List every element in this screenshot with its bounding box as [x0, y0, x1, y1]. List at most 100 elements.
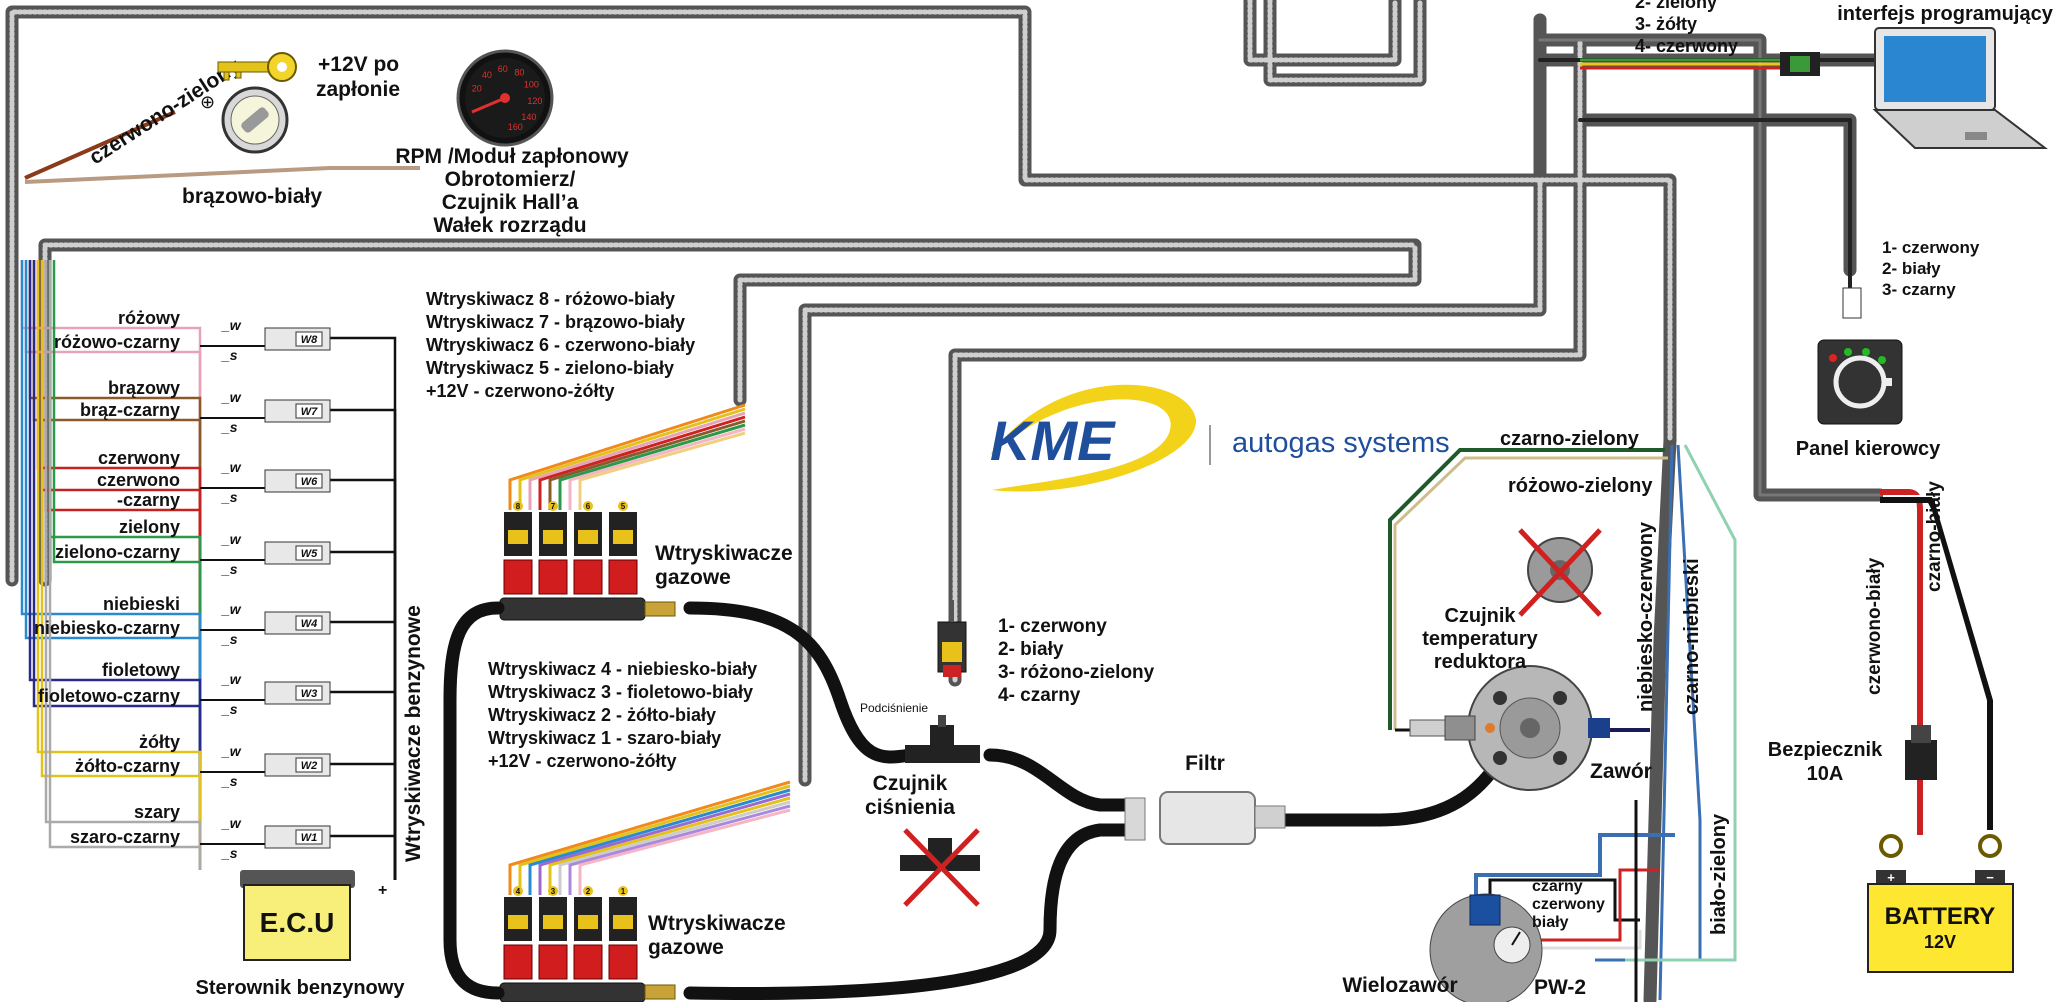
programmer-pin: 2- zielony	[1635, 0, 1717, 12]
gas-injector-legend-line: Wtryskiwacz 2 - żółto-biały	[488, 705, 716, 725]
petrol-injector-label: W7	[301, 406, 318, 418]
petrol-injector-icon: W3	[264, 681, 331, 705]
plus-symbol: ⊕	[200, 92, 215, 112]
petrol-injector-wiring: różowyróżowo-czarnybrązowybrąz-czarnycze…	[20, 260, 425, 899]
multivalve-icon	[1429, 893, 1543, 1002]
gauge-tick-label: 20	[472, 84, 482, 94]
pressure-connector-pin: 1- czerwony	[998, 616, 1107, 637]
wire-label-blue-red: niebiesko-czerwony	[1635, 521, 1657, 712]
pressure-connector-pin: 4- czarny	[998, 685, 1081, 706]
gas-injector-legend-line: +12V - czerwono-żółty	[488, 751, 677, 771]
gas-injector-wire	[518, 784, 791, 895]
wire-label-pink-green: różowo-zielony	[1508, 475, 1653, 497]
petrol-injector-label: W8	[301, 334, 318, 346]
petrol-injector-icon: W8	[264, 327, 331, 351]
petrol-wire-label: fioletowy	[102, 660, 180, 680]
gas-injector-wire	[538, 415, 746, 510]
petrol-wire-label: -czarny	[117, 490, 180, 510]
petrol-injector-wire	[330, 550, 397, 880]
petrol-wire-label: szaro-czarny	[70, 827, 180, 847]
petrol-s-mark: _s	[221, 561, 238, 577]
petrol-injector-wire	[330, 620, 397, 880]
battery-icon	[1867, 834, 2014, 973]
gas-rail-bottom-title1: Wtryskiwacze	[648, 912, 786, 935]
gas-injector-wire	[568, 427, 746, 510]
wire-label-white-green: biało-zielony	[1708, 813, 1730, 935]
petrol-injector-label: W4	[301, 618, 318, 630]
disabled-reducer-icon	[1518, 528, 1602, 617]
kme-logo: KME autogas systems	[990, 384, 1450, 492]
rpm-label-line3: Czujnik Hall’a	[442, 191, 579, 214]
laptop-icon	[1872, 27, 2048, 149]
wire-label-black-blue: czarno-niebieski	[1681, 558, 1703, 715]
pressure-connector-pin: 2- biały	[998, 639, 1064, 660]
petrol-plus: +	[378, 882, 387, 899]
battery-plus: +	[1887, 870, 1895, 885]
gauge-tick-label: 60	[498, 64, 508, 74]
gauge-tick-label: 120	[527, 96, 542, 106]
gas-injector-wire	[558, 800, 791, 895]
petrol-w-mark: _w	[221, 743, 242, 759]
kme-logo-text: KME	[990, 409, 1116, 472]
gauge-tick-label: 160	[508, 122, 523, 132]
petrol-w-mark: _w	[221, 601, 242, 617]
temp-sensor-label1: Czujnik	[1444, 605, 1516, 627]
petrol-s-mark: _s	[221, 347, 238, 363]
multivalve-wire-label: biały	[1532, 914, 1569, 931]
petrol-wire-label: zielony	[119, 517, 180, 537]
temp-sensor-label3: reduktora	[1434, 651, 1527, 673]
fuse-label2: 10A	[1807, 763, 1844, 785]
pw2-label: PW-2	[1534, 976, 1586, 999]
fuse-icon	[1905, 725, 1937, 780]
gas-injector-icon: 1	[608, 886, 638, 980]
gas-injector-wire	[568, 804, 791, 895]
gas-injector-wire	[518, 407, 746, 510]
ecu-label: E.C.U	[260, 907, 335, 938]
gas-injector-number: 5	[621, 502, 626, 511]
petrol-wire-label: szary	[134, 802, 180, 822]
disabled-pressure-sensor-icon	[900, 828, 980, 907]
driver-panel: Panel kierowcy	[1796, 339, 1941, 460]
wire-label-red-white: czerwono-biały	[1864, 557, 1885, 695]
gas-injector-legend-line: Wtryskiwacz 5 - zielono-biały	[426, 358, 674, 378]
gas-injector-wire	[538, 792, 791, 895]
petrol-s-mark: _s	[221, 773, 238, 789]
multivalve-label: Wielozawór	[1342, 974, 1457, 997]
petrol-injector-label: W1	[301, 832, 318, 844]
gas-injector-number: 2	[586, 887, 591, 896]
programmer-pin: 4- czerwony	[1635, 36, 1738, 56]
programmer-pin: 3- żółty	[1635, 14, 1697, 34]
pressure-connector-pin: 3- różono-zielony	[998, 662, 1155, 683]
gas-injector-icon: 7	[538, 501, 568, 595]
petrol-injector-wire	[330, 478, 397, 880]
temp-sensor-label2: temperatury	[1422, 628, 1538, 650]
gas-injector-number: 6	[586, 502, 591, 511]
gas-injector-wire	[548, 796, 791, 895]
petrol-wire-label: niebieski	[103, 594, 180, 614]
power-section: + − BATTERY 12V Bezpiecznik 10A czerwono…	[1768, 481, 2014, 973]
programmer-usb-pin: 2- biały	[1882, 259, 1941, 278]
wire-label-black-white: czarno-biały	[1924, 481, 1945, 592]
gas-injector-number: 7	[551, 502, 556, 511]
petrol-injector-wire	[330, 762, 397, 880]
petrol-s-mark: _s	[221, 419, 238, 435]
gas-injector-icon: 8	[503, 501, 533, 595]
petrol-w-mark: _w	[221, 317, 242, 333]
petrol-injectors-vertical-label: Wtryskiwacze benzynowe	[402, 605, 425, 862]
petrol-w-mark: _w	[221, 459, 242, 475]
gas-rail-top-title2: gazowe	[655, 566, 731, 589]
gas-injector-icon: 3	[538, 886, 568, 980]
gas-injector-number: 3	[551, 887, 556, 896]
gas-injector-icon: 5	[608, 501, 638, 595]
filter-label: Filtr	[1185, 752, 1225, 775]
gas-injector-wire	[578, 808, 791, 895]
pressure-sensor-title1: Czujnik	[873, 772, 948, 795]
